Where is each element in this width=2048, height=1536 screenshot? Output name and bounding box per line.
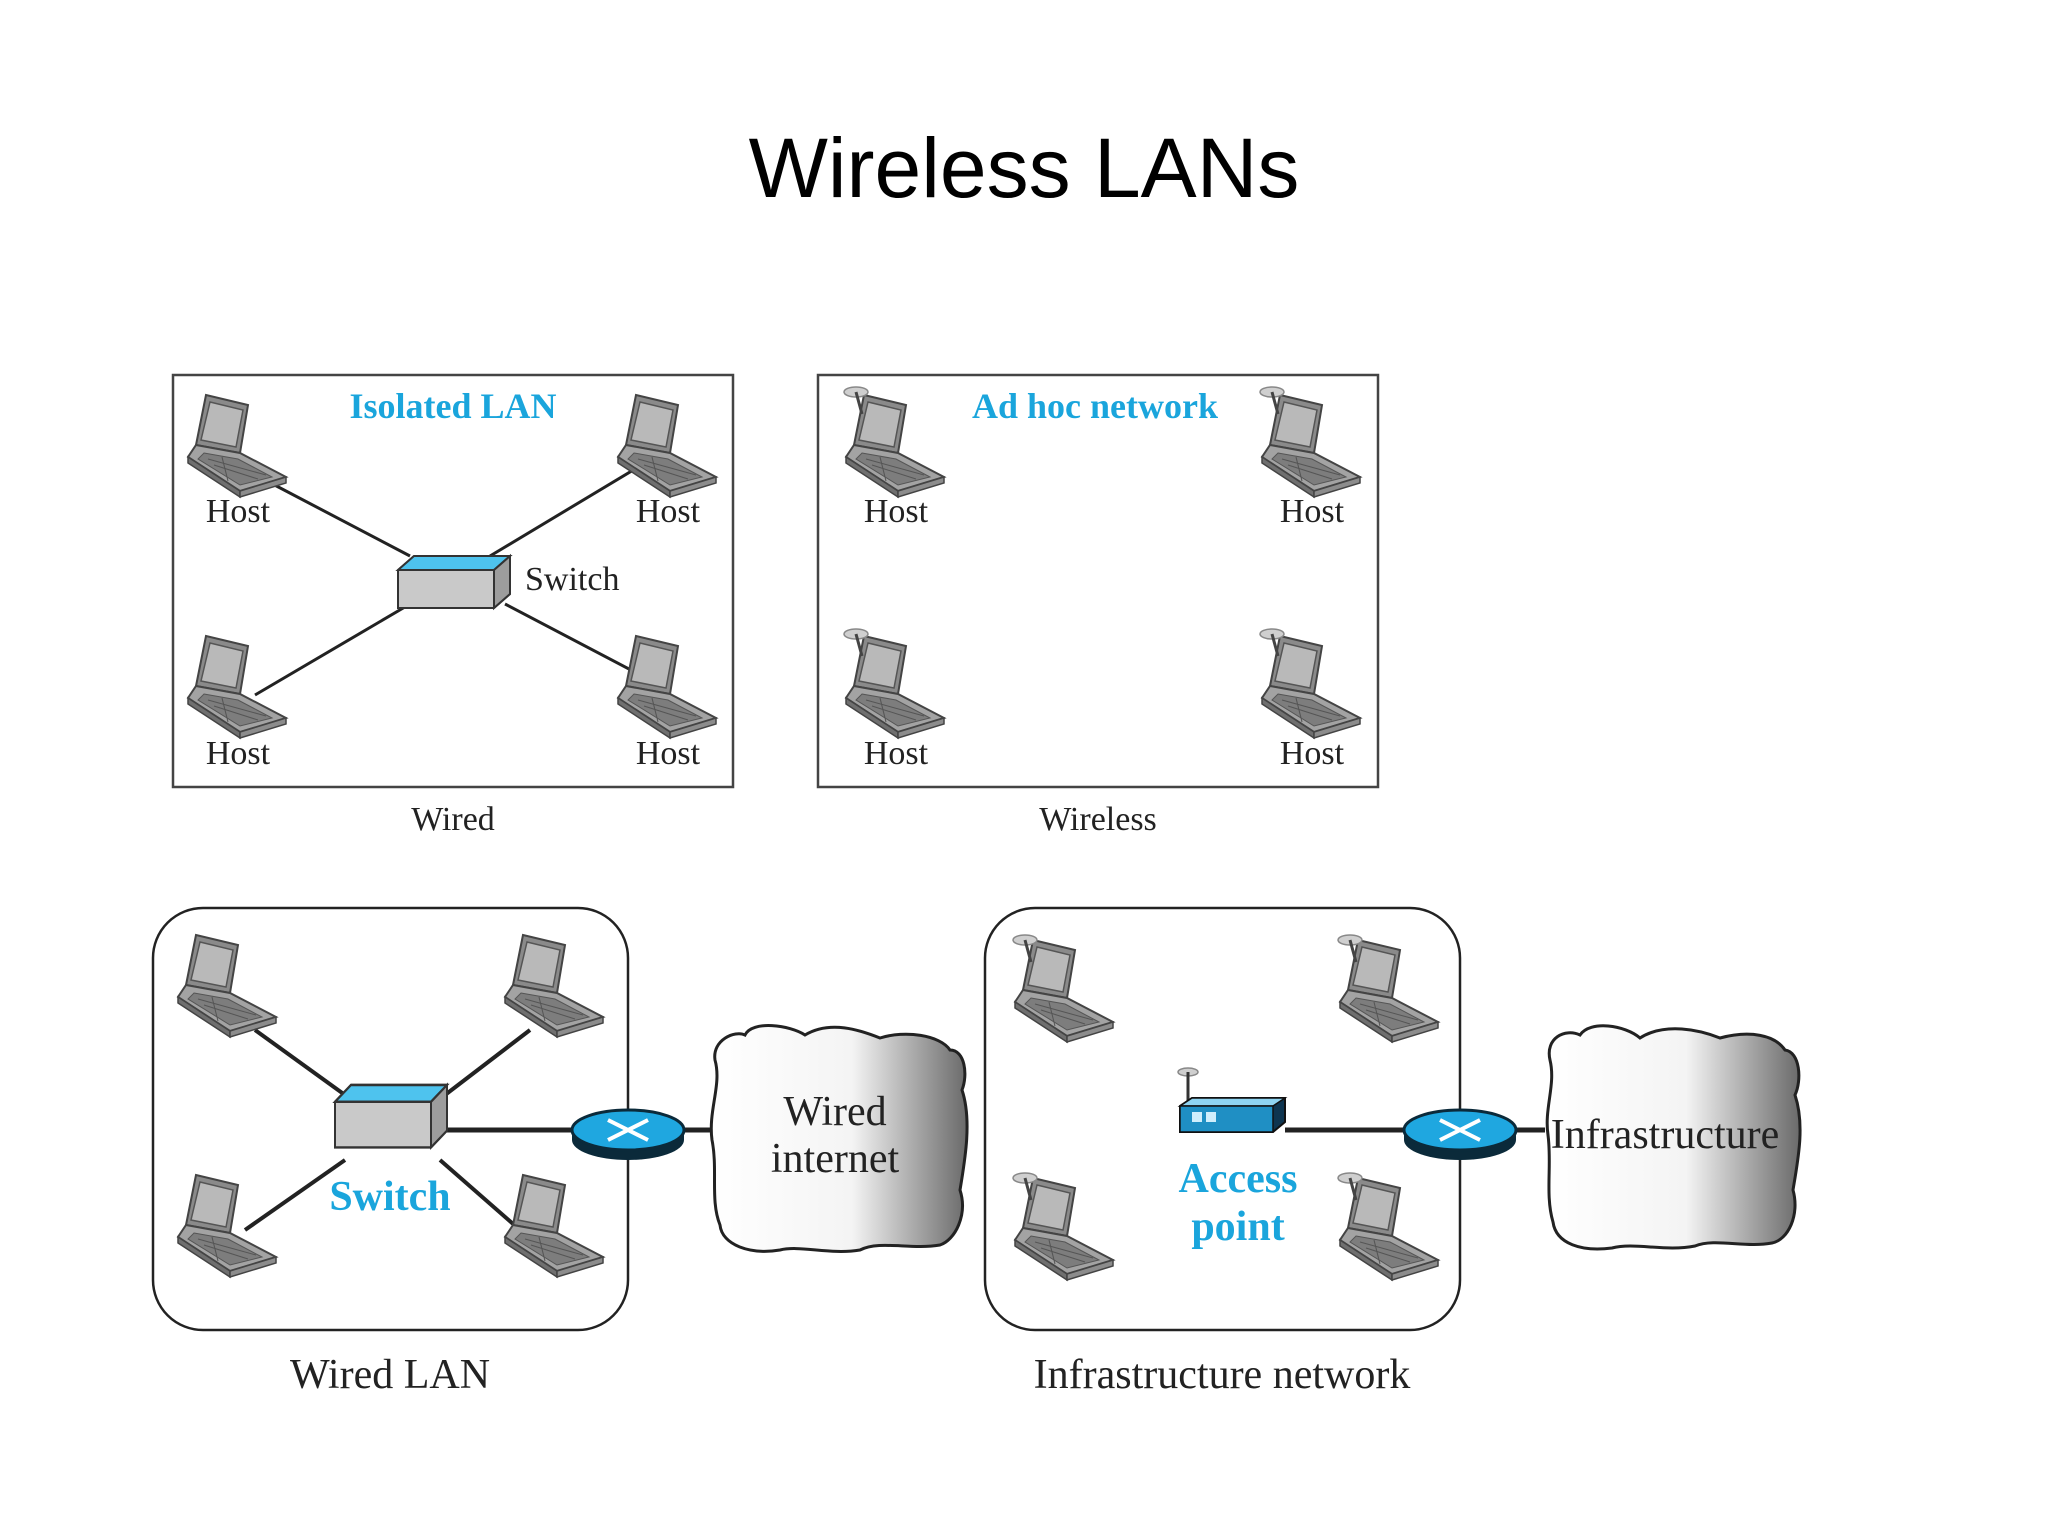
cloud-line2: internet bbox=[771, 1136, 900, 1182]
laptop-icon bbox=[504, 934, 604, 1038]
isolated-lan-heading: Isolated LAN bbox=[349, 386, 556, 426]
switch-label: Switch bbox=[329, 1174, 450, 1220]
infrastructure-network-caption: Infrastructure network bbox=[1034, 1352, 1411, 1398]
laptop-icon bbox=[504, 1174, 604, 1278]
host-label: Host bbox=[864, 493, 929, 530]
laptop-icon bbox=[617, 394, 717, 498]
infrastructure-cloud-label: Infrastructure bbox=[1551, 1112, 1780, 1158]
ad-hoc-heading: Ad hoc network bbox=[972, 386, 1218, 426]
host-label: Host bbox=[206, 735, 271, 772]
wired-caption: Wired bbox=[411, 801, 495, 838]
slide-title: Wireless LANs bbox=[748, 121, 1300, 215]
host-label: Host bbox=[1280, 735, 1345, 772]
wired-lan-panel: Switch Wired internet Wired LAN bbox=[151, 906, 969, 1398]
wireless-caption: Wireless bbox=[1039, 801, 1157, 838]
infrastructure-cloud: Infrastructure bbox=[1545, 1024, 1802, 1251]
host-label: Host bbox=[636, 493, 701, 530]
laptop-icon bbox=[177, 934, 277, 1038]
wired-lan-caption: Wired LAN bbox=[290, 1352, 490, 1398]
access-point-line2: point bbox=[1191, 1204, 1284, 1250]
host-label: Host bbox=[206, 493, 271, 530]
laptop-icon bbox=[177, 1174, 277, 1278]
laptop-icon bbox=[187, 394, 287, 498]
laptop-icon bbox=[617, 635, 717, 739]
access-point-icon bbox=[1177, 1067, 1288, 1133]
infrastructure-panel: Access point Infrastructure Infrastructu… bbox=[983, 906, 1802, 1398]
router-icon bbox=[570, 1108, 686, 1162]
switch-label: Switch bbox=[525, 561, 619, 598]
ad-hoc-panel: Ad hoc network Host Host Host Host Wirel… bbox=[816, 373, 1380, 838]
switch-icon bbox=[397, 555, 511, 609]
cloud-line1: Wired bbox=[783, 1089, 886, 1135]
host-label: Host bbox=[1280, 493, 1345, 530]
host-label: Host bbox=[864, 735, 929, 772]
wired-internet-cloud: Wired internet bbox=[709, 1024, 969, 1253]
switch-icon bbox=[333, 1083, 449, 1149]
host-label: Host bbox=[636, 735, 701, 772]
isolated-lan-panel: Isolated LAN Switch Host Host Host Host … bbox=[171, 373, 735, 838]
router-icon bbox=[1402, 1108, 1518, 1162]
access-point-line1: Access bbox=[1179, 1156, 1298, 1202]
